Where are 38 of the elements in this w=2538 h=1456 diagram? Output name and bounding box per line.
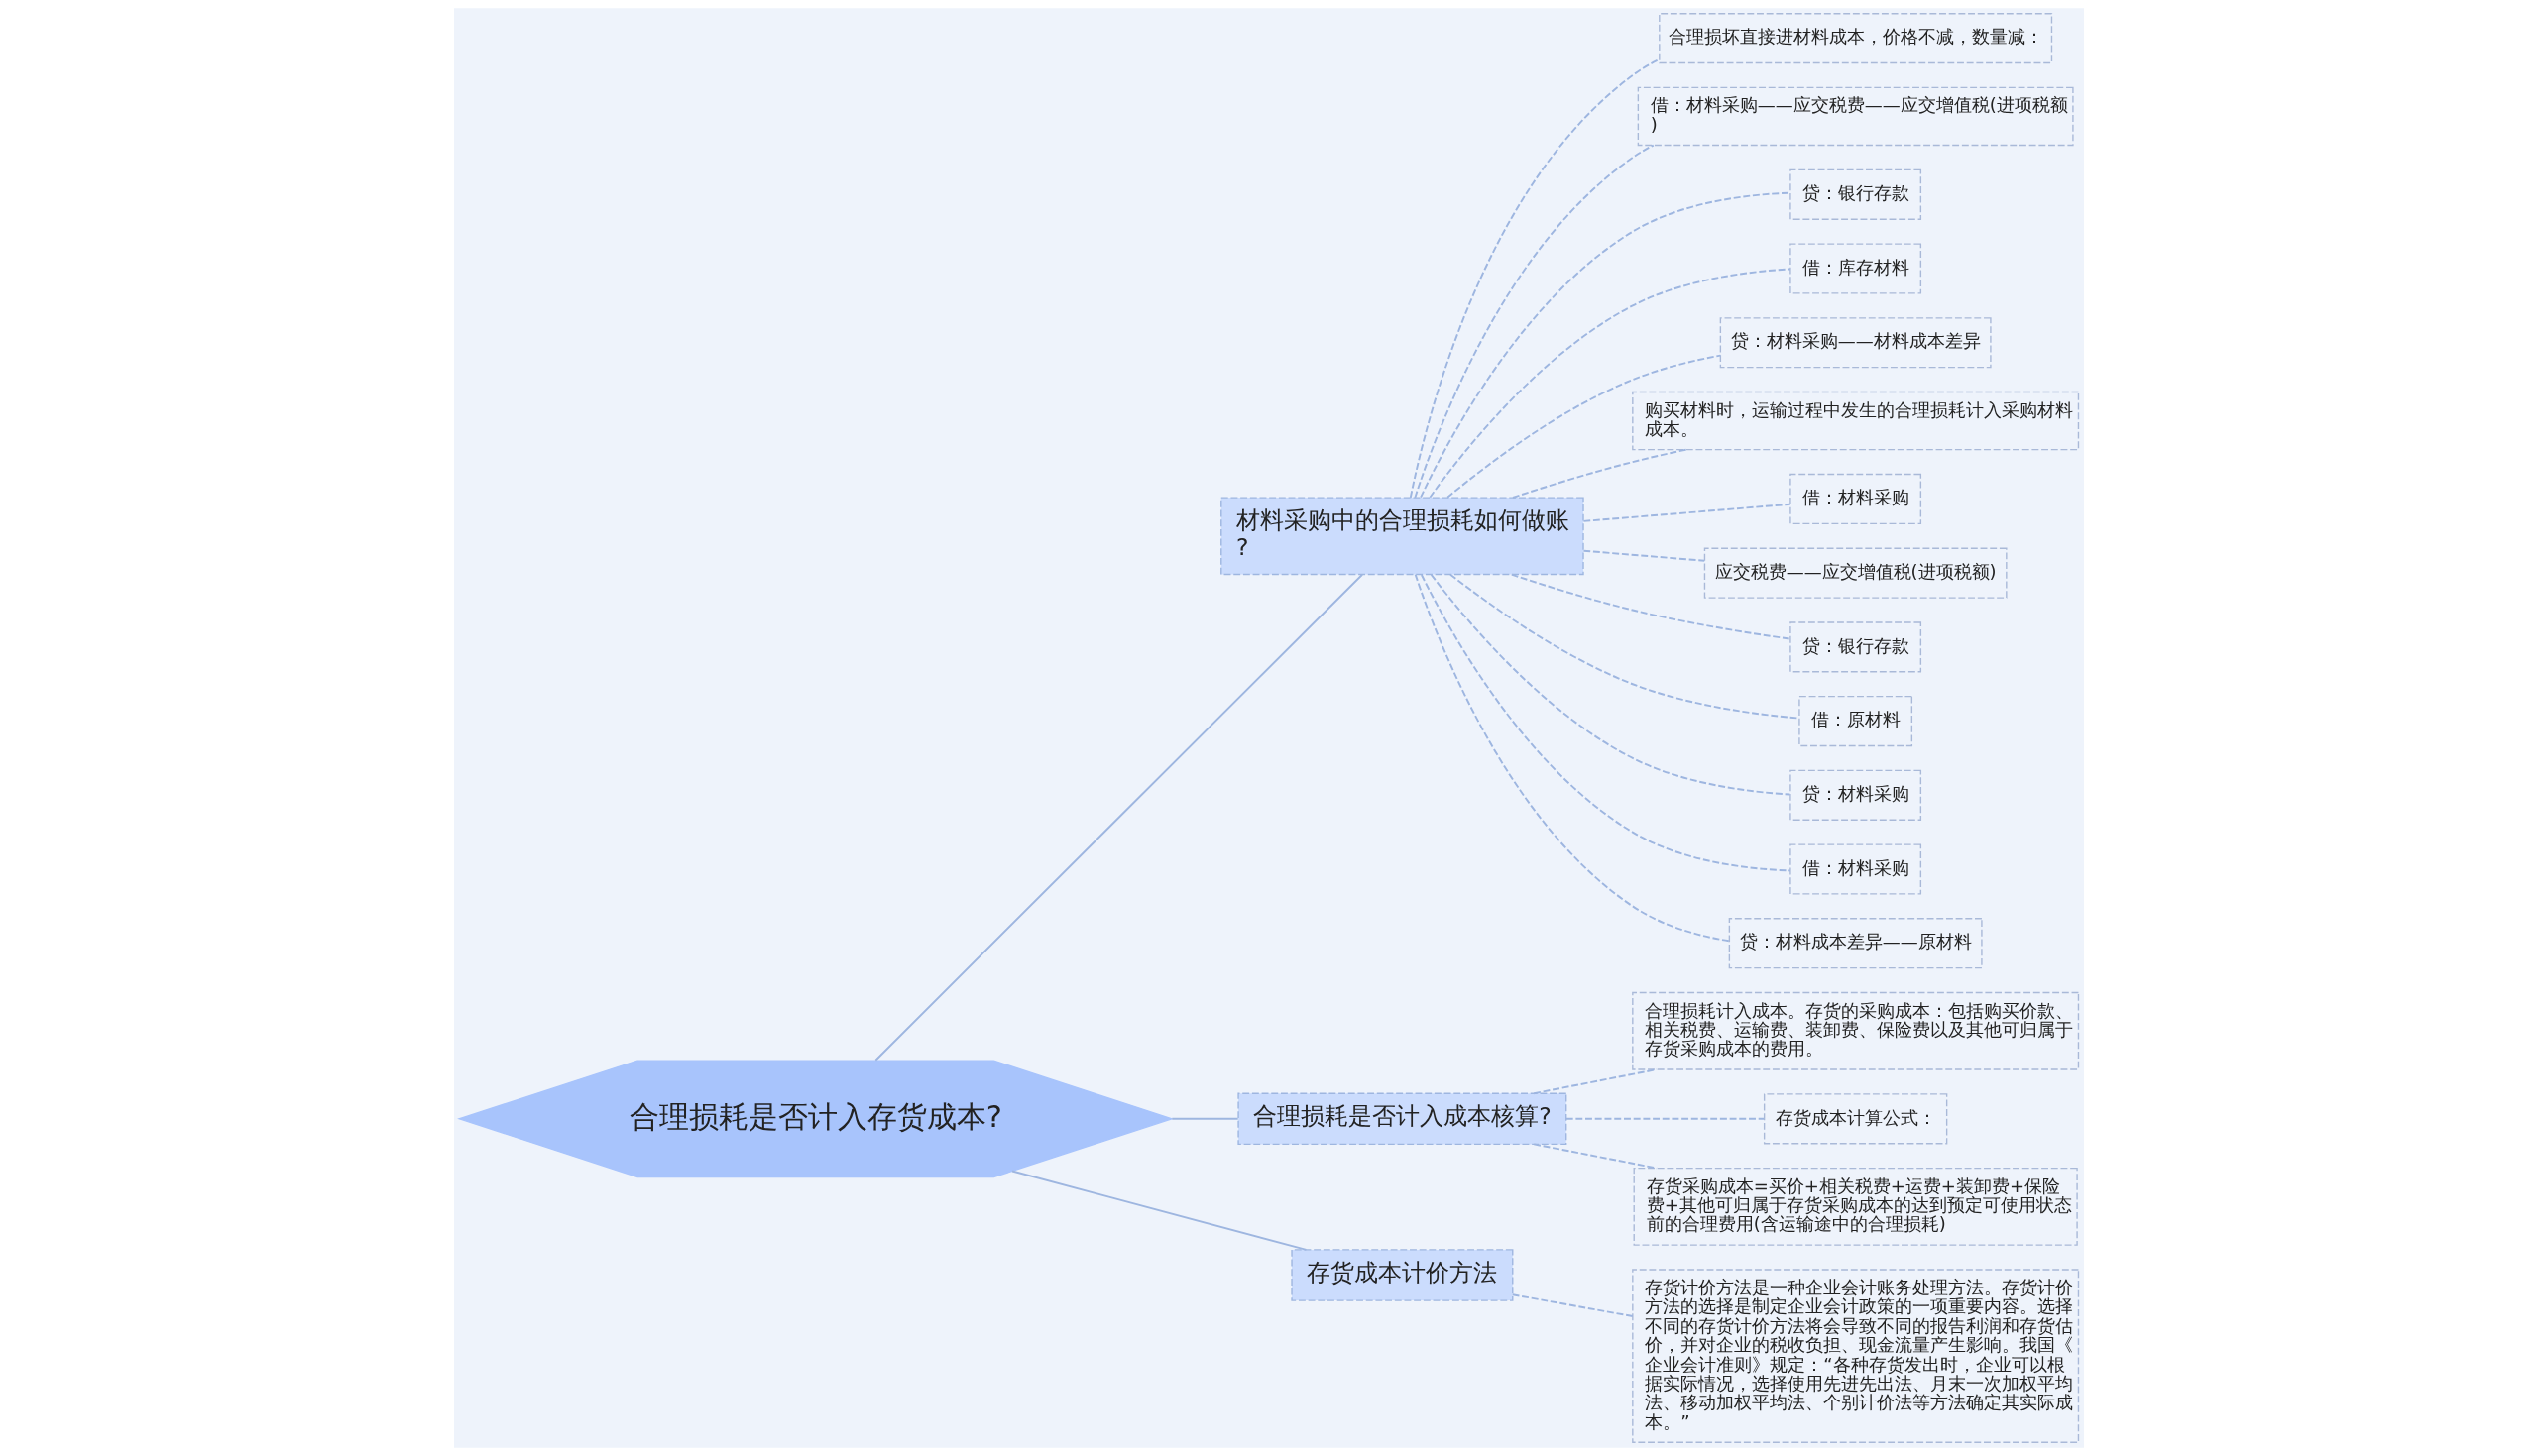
node-box: 存货成本计价方法 — [1291, 1249, 1514, 1301]
node-box: 借：材料采购——应交税费——应交增值税(进项税额) — [1637, 86, 2074, 147]
connector — [1171, 1117, 1239, 1120]
connector — [1446, 354, 1722, 499]
connector — [1420, 574, 1791, 872]
node-box: 应交税费——应交增值税(进项税额) — [1703, 547, 2008, 599]
connector — [1414, 573, 1730, 943]
node-box: 存货采购成本=买价+相关税费+运费+装卸费+保险费+其他可归属于存货采购成本的达到预定可使用状态前的合理费用(含运输途中的合理损耗) — [1633, 1167, 2078, 1246]
connector — [1449, 573, 1800, 720]
node-box: 贷：材料成本差异——原材料 — [1728, 918, 1983, 969]
node-box: 借：原材料 — [1798, 696, 1913, 747]
node-box: 贷：材料采购——材料成本差异 — [1719, 317, 1992, 369]
node-box: 贷：银行存款 — [1789, 168, 1922, 220]
node-box: 材料采购中的合理损耗如何做账? — [1220, 497, 1584, 576]
connector — [1420, 191, 1791, 499]
node-box: 存货成本计算公式： — [1763, 1093, 1948, 1145]
connector — [1510, 573, 1791, 640]
connector — [1429, 268, 1791, 499]
connector — [1409, 57, 1661, 499]
connector — [874, 573, 1363, 1062]
node-box: 合理损坏直接进材料成本，价格不减，数量减： — [1659, 13, 2053, 64]
node-box: 贷：材料采购 — [1789, 769, 1922, 821]
connector — [1582, 549, 1706, 562]
connector — [1430, 573, 1791, 796]
node-box: 购买材料时，运输过程中发生的合理损耗计入采购材料成本。 — [1632, 391, 2080, 451]
connector — [1414, 144, 1655, 499]
node-box: 借：库存材料 — [1789, 243, 1922, 294]
connector — [1564, 1117, 1766, 1120]
node-box: 存货计价方法是一种企业会计账务处理方法。存货计价方法的选择是制定企业会计政策的一项重要内容。选择不同的存货计价方法将会导致不同的报告利润和存货估价，并对企业的税收负担、现金流量产生影响。我国《企业会计准则》规定：“各种存货发出时，企业可以根据实际情况，选择使用先进先出法、月末一次加权平均法、移动加权平均法、个别计价法等方法确定其实际成本。” — [1632, 1269, 2080, 1443]
connector — [1512, 448, 1687, 499]
node-box: 贷：银行存款 — [1789, 621, 1922, 673]
connector — [1011, 1170, 1308, 1251]
connector — [1511, 1293, 1634, 1317]
node-box: 借：材料采购 — [1789, 843, 1922, 895]
node-box: 合理损耗是否计入成本核算? — [1237, 1092, 1567, 1146]
connector — [1582, 503, 1791, 522]
node-box: 合理损耗计入成本。存货的采购成本：包括购买价款、相关税费、运输费、装卸费、保险费以及其他可归属于存货采购成本的费用。 — [1632, 991, 2080, 1070]
node-box: 借：材料采购 — [1789, 473, 1922, 525]
